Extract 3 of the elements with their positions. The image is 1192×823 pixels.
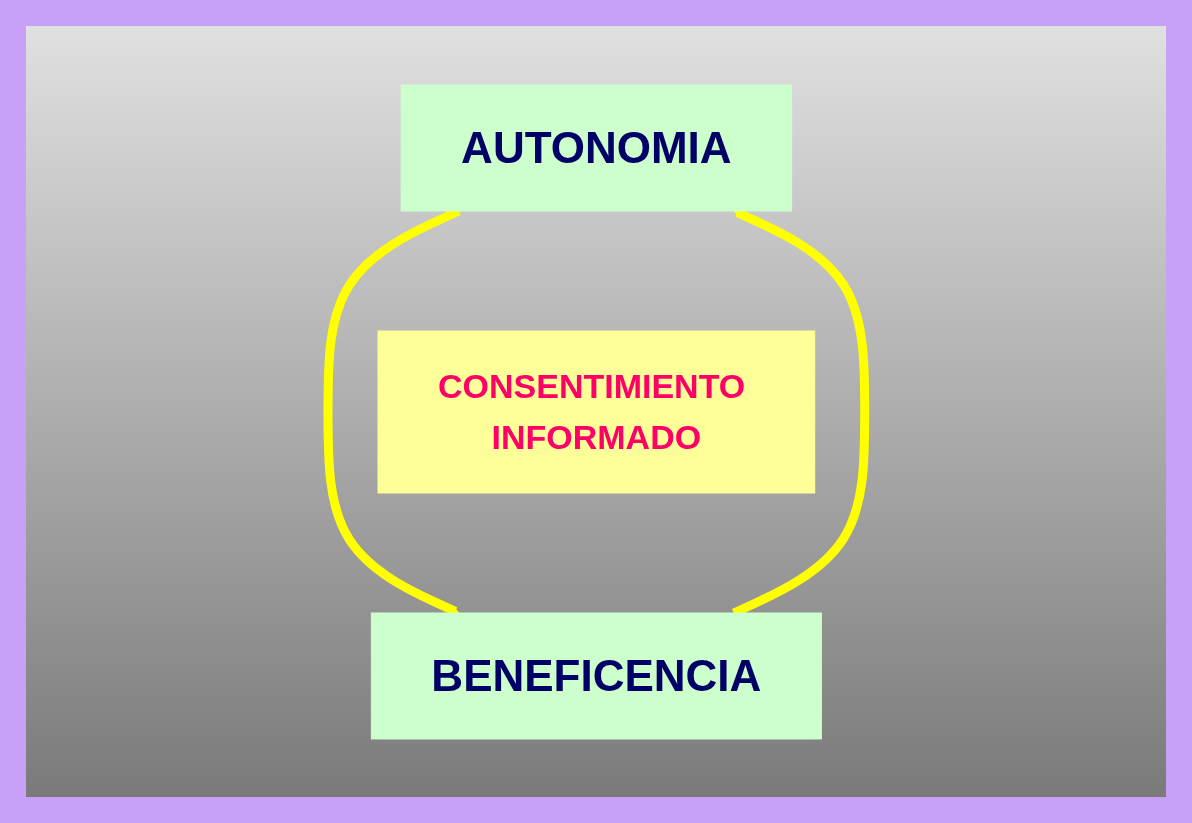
node-box: CONSENTIMIENTO INFORMADO [377, 330, 815, 493]
node-box: AUTONOMIA [400, 84, 792, 211]
node-box: BENEFICENCIA [370, 612, 822, 739]
